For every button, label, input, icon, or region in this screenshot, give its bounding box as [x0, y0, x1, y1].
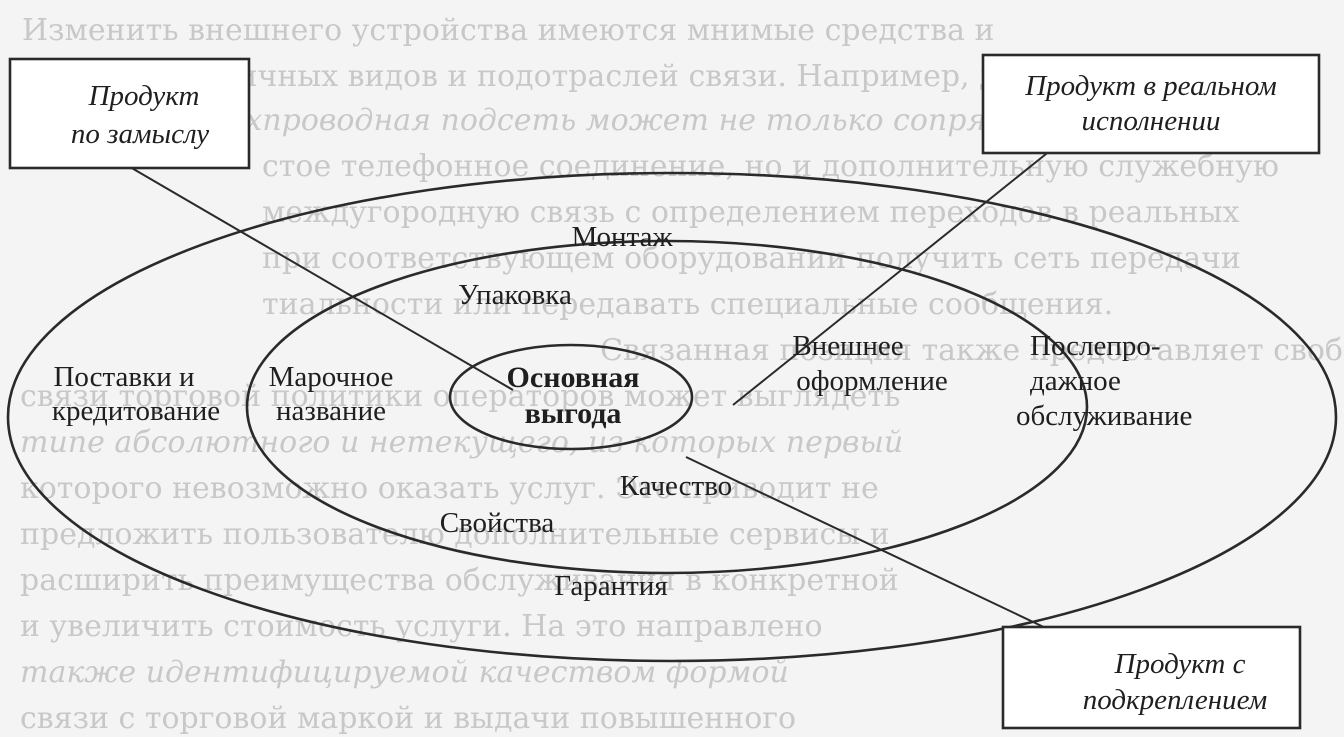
bg-line-12: предложить пользователю дополнительные с… — [20, 517, 890, 552]
label-vneshnee-line1: Внешнее — [792, 330, 903, 362]
bg-line-9: связи торговой политики операторов может… — [20, 379, 900, 414]
label-upakovka: Упаковка — [458, 279, 572, 311]
bg-line-6: при соответствующем оборудовании получит… — [262, 241, 1241, 276]
connector-actual — [732, 149, 1052, 406]
label-poslepro-line1: Послепро- — [1030, 330, 1161, 362]
box-product-by-design — [8, 57, 251, 170]
label-postavki-line2: кредитование — [52, 395, 220, 427]
label-poslepro-line2: дажное — [1030, 365, 1121, 397]
bg-line-10: типе абсолютного и нетекущего, из которы… — [20, 425, 903, 460]
core-label-line1: Основная — [507, 361, 640, 394]
label-postavki-line1: Поставки и — [53, 361, 194, 393]
box-augmented-line2: подкреплением — [1083, 684, 1268, 716]
label-svoystva: Свойства — [440, 507, 555, 539]
actual-product-ring — [245, 239, 1089, 575]
box-product-augmented — [1001, 625, 1302, 730]
bg-line-7: тиальности или передавать специальные со… — [262, 287, 1113, 322]
core-label-line2: выгода — [525, 397, 622, 430]
bg-line-11: которого невозможно оказать услуг. Это п… — [20, 471, 879, 506]
core-benefit-ring — [448, 343, 694, 451]
bg-line-16: связи с торговой маркой и выдачи повышен… — [20, 701, 796, 736]
bg-line-4: стое телефонное соединение, но и дополни… — [262, 149, 1279, 184]
background-text: Изменить внешнего устройства имеются мни… — [20, 13, 1344, 736]
box-actual-line1: Продукт в реальном — [1024, 70, 1277, 102]
label-marochnoe-line1: Марочное — [269, 361, 394, 393]
bg-line-5: междугородную связь с определением перех… — [262, 195, 1240, 230]
label-poslepro-line3: обслуживание — [1016, 400, 1192, 432]
box-actual-line2: исполнении — [1082, 105, 1221, 137]
augmented-product-ring — [6, 171, 1338, 663]
bg-line-2: различных видов и подотраслей связи. Нап… — [165, 59, 1087, 94]
label-garantiya: Гарантия — [554, 570, 667, 602]
bg-line-1: Изменить внешнего устройства имеются мни… — [22, 13, 995, 48]
box-by-design-line1: Продукт — [88, 80, 200, 112]
box-augmented-line1: Продукт с — [1114, 648, 1246, 680]
box-product-actual — [981, 53, 1321, 155]
bg-line-8: Связанная позиция также предоставляет св… — [600, 333, 1344, 368]
bg-line-14: и увеличить стоимость услуги. На это нап… — [20, 609, 823, 644]
label-kachestvo: Качество — [620, 470, 732, 502]
label-montazh: Монтаж — [571, 221, 673, 253]
label-vneshnee-line2: оформление — [796, 365, 947, 397]
connector-augmented — [685, 456, 1051, 631]
label-marochnoe-line2: название — [276, 395, 386, 427]
connector-by-design — [129, 166, 514, 391]
box-by-design-line2: по замыслу — [71, 118, 209, 150]
